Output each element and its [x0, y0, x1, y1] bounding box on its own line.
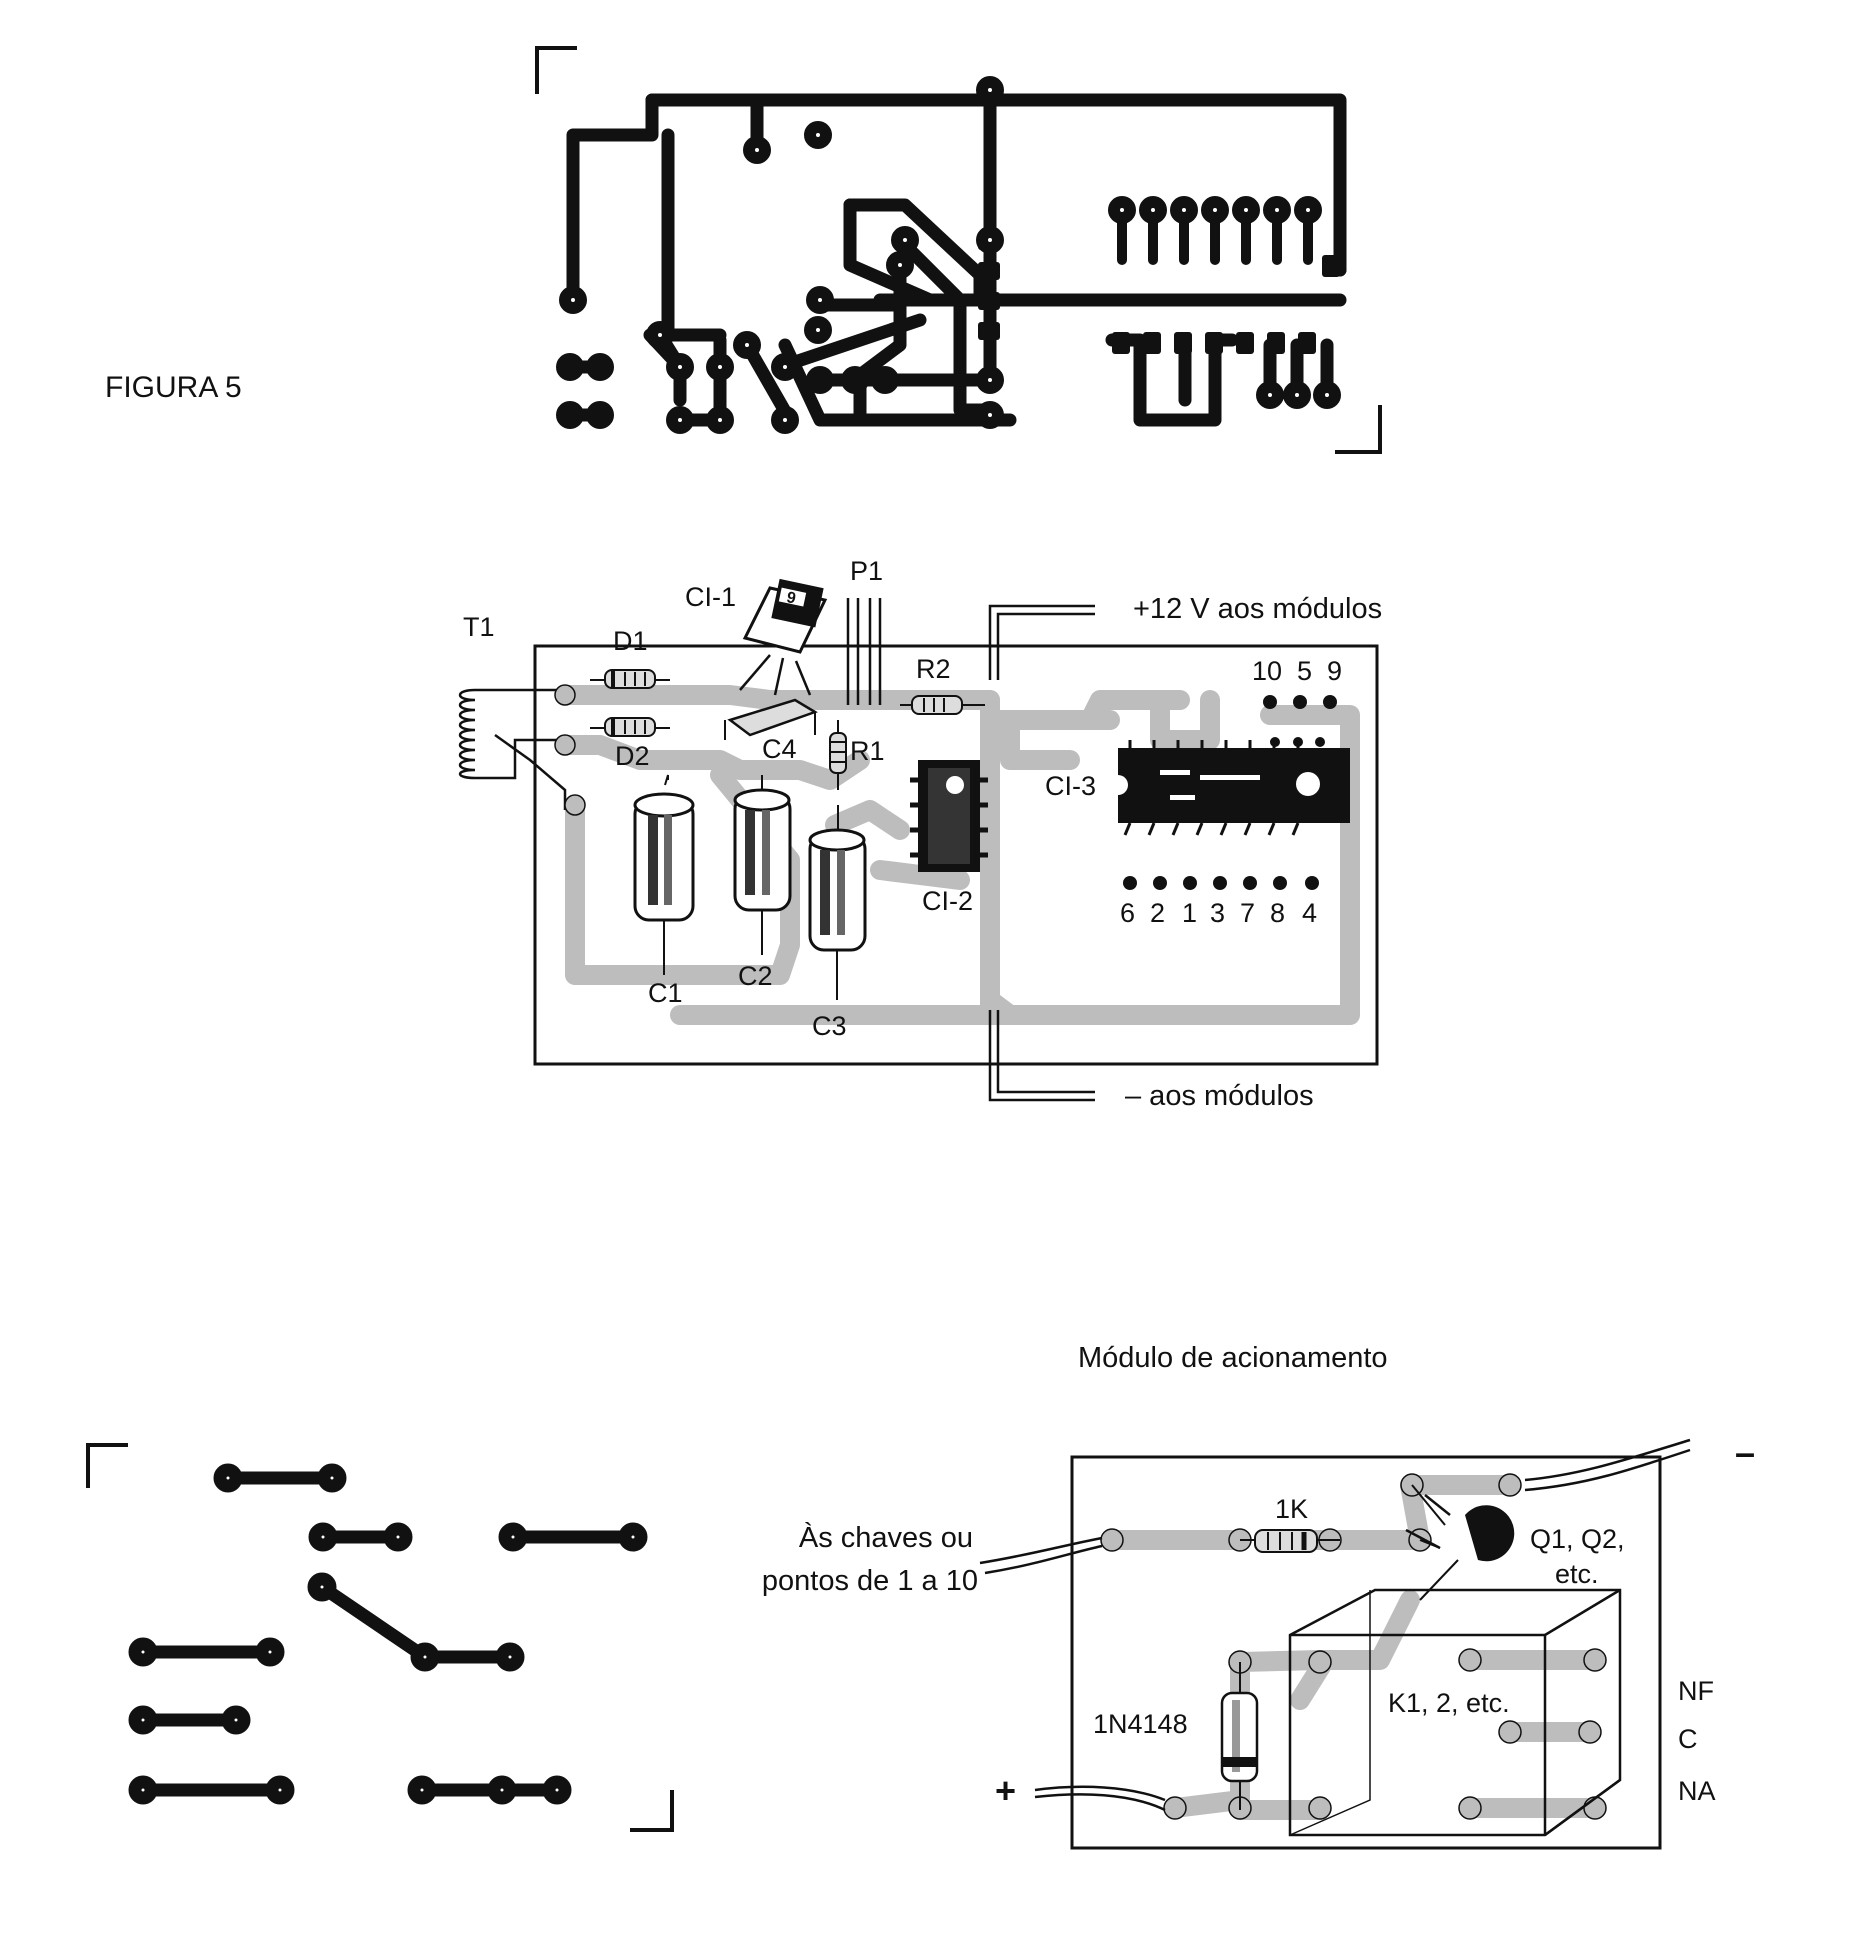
c2-label: C2 [738, 961, 773, 991]
output-number: 9 [1327, 656, 1342, 686]
t1-pads [554, 684, 586, 816]
pcb-layout-module [86, 1443, 674, 1832]
input-label-line1: Às chaves ou [799, 1521, 973, 1554]
component-layout-main: T1 D1 D2 CI-1 9 P1 R1 R2 C4 C1 C2 C3 CI-… [458, 556, 1382, 1112]
contact-c-label: C [1678, 1724, 1698, 1754]
input-label-line2: pontos de 1 a 10 [762, 1565, 978, 1597]
ci3-ic [1118, 737, 1350, 836]
ci1-regulator [739, 578, 828, 696]
relay-label: K1, 2, etc. [1388, 1688, 1510, 1718]
c3-capacitor [808, 805, 867, 1000]
c1-capacitor [633, 774, 695, 975]
diode-1n4148 [1220, 1662, 1259, 1810]
ci2-ic [910, 760, 988, 872]
ci1-mark: 9 [785, 589, 797, 607]
output-number: 7 [1240, 898, 1255, 928]
transistor-etc-label: etc. [1555, 1559, 1599, 1589]
module-pads [128, 1463, 648, 1805]
ic3-footprint-bottom [1112, 255, 1340, 354]
ci1-label: CI-1 [685, 582, 736, 612]
contact-nf-label: NF [1678, 1676, 1714, 1706]
board-outline [533, 644, 1379, 1066]
module-wires [979, 1438, 1691, 1812]
module-gray-traces [1102, 1475, 1605, 1820]
c2-capacitor [733, 775, 792, 955]
output-number: 6 [1120, 898, 1135, 928]
output-number: 3 [1210, 898, 1225, 928]
output-numbers-top: 10 5 9 [1252, 656, 1342, 686]
output-number: 1 [1182, 898, 1197, 928]
d1-label: D1 [613, 626, 648, 656]
negative-supply-label: – aos módulos [1125, 1080, 1314, 1112]
pcb-layout-main [535, 46, 1382, 454]
contact-na-label: NA [1678, 1776, 1716, 1806]
component-layout-module: Módulo de acionamento [762, 1342, 1755, 1850]
relay-k1 [1288, 1588, 1622, 1837]
resistor-1k-label: 1K [1275, 1494, 1308, 1524]
resistor-1k [1240, 1529, 1340, 1553]
plus-label: + [995, 1770, 1016, 1811]
corner-mark-top-left [86, 1443, 128, 1488]
r1-label: R1 [850, 736, 885, 766]
corner-mark-bottom-right [1335, 405, 1382, 454]
output-number: 2 [1150, 898, 1165, 928]
p1-label: P1 [850, 556, 883, 586]
c1-label: C1 [648, 978, 683, 1008]
output-number: 5 [1297, 656, 1312, 686]
p1-leads [846, 598, 882, 705]
r2-label: R2 [916, 654, 951, 684]
c3-label: C3 [812, 1011, 847, 1041]
r2-resistor [900, 695, 985, 715]
pad-pairs [563, 360, 892, 422]
ci3-label: CI-3 [1045, 771, 1096, 801]
t1-transformer [458, 688, 567, 810]
d2-diode [590, 717, 670, 737]
t1-label: T1 [463, 612, 495, 642]
d2-label: D2 [615, 741, 650, 771]
c4-capacitor [724, 698, 818, 740]
corner-mark-bottom-right [630, 1790, 674, 1832]
supply-leads [988, 604, 1095, 1102]
module-title: Módulo de acionamento [1078, 1342, 1388, 1374]
output-pads [1123, 695, 1337, 890]
c4-label: C4 [762, 734, 797, 764]
module-board-outline [1070, 1455, 1662, 1850]
module-traces [136, 1471, 640, 1797]
output-number: 4 [1302, 898, 1317, 928]
output-number: 10 [1252, 656, 1282, 686]
minus-label: – [1735, 1432, 1755, 1473]
corner-mark-top-left [535, 46, 577, 94]
output-numbers-bottom: 6 2 1 3 7 8 4 [1120, 898, 1317, 928]
r1-resistor [829, 720, 847, 790]
d1-diode [590, 669, 670, 689]
figure-label: FIGURA 5 [105, 371, 242, 404]
ci2-label: CI-2 [922, 886, 973, 916]
transistor-label: Q1, Q2, [1530, 1524, 1625, 1554]
positive-supply-label: +12 V aos módulos [1133, 593, 1382, 625]
diode-label: 1N4148 [1093, 1709, 1188, 1739]
output-number: 8 [1270, 898, 1285, 928]
